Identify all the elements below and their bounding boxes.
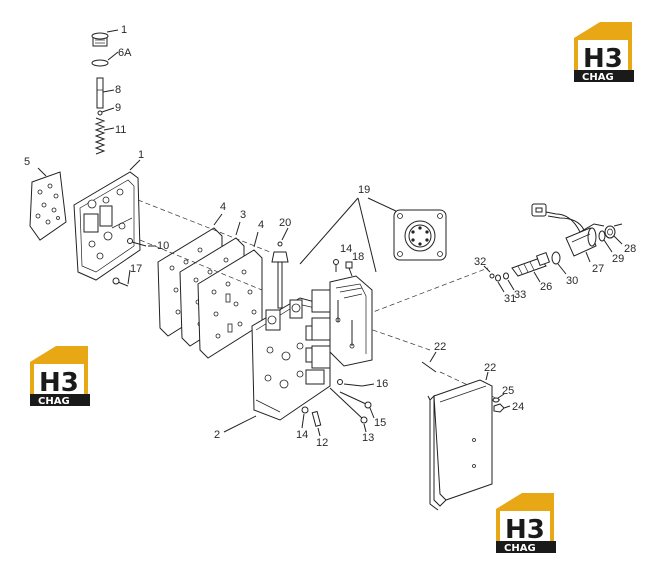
bolt-part-10 — [127, 238, 156, 247]
logo-sub-text: CHAG — [504, 543, 536, 554]
callout-11: 11 — [115, 124, 126, 136]
logo-sub-text: CHAG — [582, 72, 614, 83]
callout-32: 32 — [474, 256, 486, 268]
callout-4b: 4 — [258, 219, 264, 231]
logo-sub-text: CHAG — [38, 396, 70, 407]
callout-4: 4 — [220, 201, 226, 213]
callout-12: 12 — [316, 437, 328, 449]
callout-25: 25 — [502, 385, 514, 397]
callout-14: 14 — [340, 243, 352, 255]
bolt-part-17 — [337, 379, 375, 387]
o-ring-part-29 — [598, 230, 613, 253]
logo-main-text: H3 — [39, 368, 79, 398]
callout-5: 5 — [24, 156, 30, 168]
callout-6a: 6A — [118, 47, 132, 59]
bracket-part-22 — [427, 371, 493, 511]
solenoid-harness-part-19 — [299, 197, 399, 369]
alignment-line — [349, 321, 431, 351]
callout-18: 18 — [352, 251, 364, 263]
solenoid-coil-part-27 — [565, 227, 597, 263]
callout-33: 33 — [514, 289, 526, 301]
callout-2: 2 — [214, 429, 220, 441]
washer-part-25 — [492, 393, 505, 403]
pressure-sensor-part-20 — [271, 227, 289, 309]
callout-1: 1 — [138, 149, 144, 161]
pin-part-23 — [421, 351, 437, 373]
callout-13: 13 — [362, 432, 374, 444]
gasket-part-5 — [29, 167, 67, 241]
callout-30: 30 — [566, 275, 578, 287]
callout-14b: 14 — [296, 429, 308, 441]
spring-seat-part-9 — [97, 107, 115, 116]
callout-9: 9 — [115, 102, 121, 114]
callout-20: 20 — [279, 217, 291, 229]
callout-3: 3 — [240, 209, 246, 221]
callout-15: 17 — [130, 263, 142, 275]
callout-28: 28 — [624, 243, 636, 255]
callout-labels: 1 6A 8 9 11 1 5 10 17 4 3 4 20 19 14 18 … — [24, 24, 636, 449]
bolt-part-18 — [345, 261, 353, 277]
wire-harness-part-26 — [531, 203, 605, 233]
logo-main-text: H3 — [583, 44, 623, 74]
callout-8: 8 — [115, 84, 121, 96]
bolt-part-15 — [112, 269, 131, 287]
callout-29: 29 — [612, 253, 624, 265]
bolt-part-16 — [339, 391, 375, 419]
separator-plate-part-4b — [197, 231, 263, 359]
callout-19: 19 — [358, 184, 370, 196]
bolt-part-13 — [329, 387, 368, 433]
solenoid-valve-part-26 — [511, 251, 551, 283]
alignment-line — [139, 239, 263, 291]
brand-logo-top-right: H3 CHAG — [574, 22, 634, 83]
valve-cover-part-1 — [73, 159, 141, 281]
plug-part-6 — [91, 29, 119, 47]
callout-17: 16 — [376, 378, 388, 390]
spring-part-11 — [94, 117, 115, 155]
callout-22: 22 — [484, 362, 496, 374]
o-ring-part-31 — [495, 274, 505, 293]
bolt-part-14-lower — [301, 406, 309, 429]
brand-logo-left: H3 CHAG — [30, 346, 90, 407]
callout-31: 31 — [504, 293, 516, 305]
valve-spool-part-8 — [96, 77, 115, 109]
connector-flange-detail — [393, 209, 447, 261]
callout-16: 15 — [374, 417, 386, 429]
bolt-part-12 — [311, 410, 322, 437]
callout-27: 27 — [592, 263, 604, 275]
callout-26: 26 — [540, 281, 552, 293]
o-ring-part-33 — [503, 272, 515, 291]
callout-24: 24 — [512, 401, 524, 413]
logo-main-text: H3 — [505, 515, 545, 545]
o-ring-part-6a — [91, 51, 119, 67]
callout-23: 22 — [434, 341, 446, 353]
nut-part-24 — [493, 403, 511, 413]
callout-6: 1 — [121, 24, 127, 36]
brand-logo-bottom: H3 CHAG — [496, 493, 556, 554]
callout-10: 10 — [157, 240, 169, 252]
nut-part-28 — [604, 223, 623, 245]
seal-part-32 — [483, 265, 495, 279]
seal-part-30 — [551, 251, 567, 275]
bolt-part-14-upper — [333, 259, 339, 272]
